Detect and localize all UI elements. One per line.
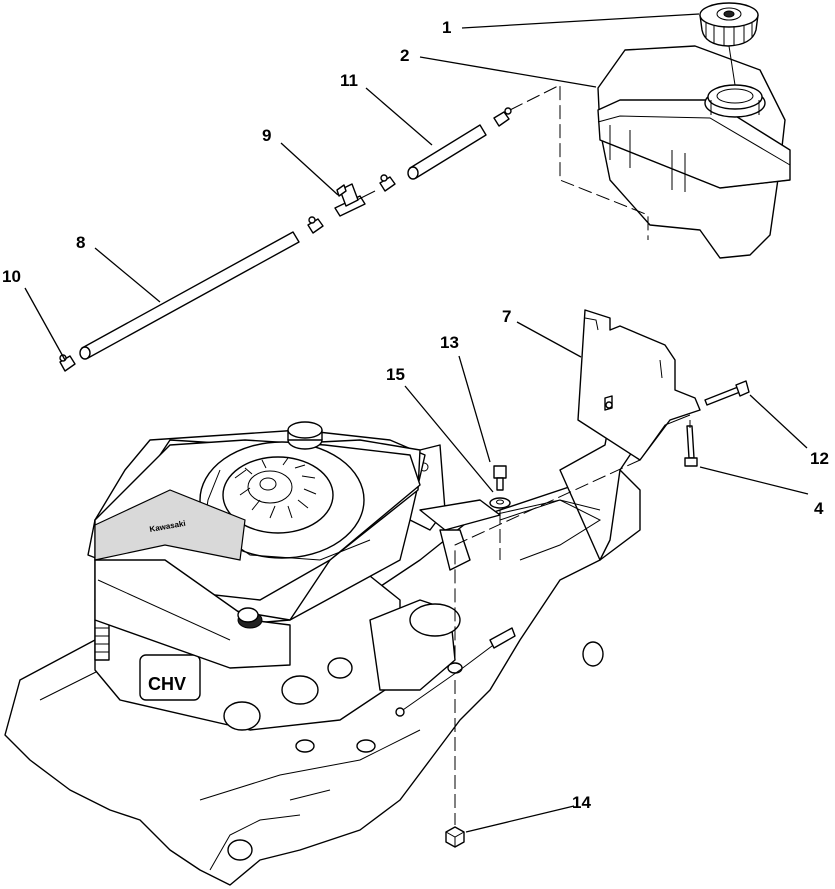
screw-12 <box>704 380 750 406</box>
callout-4: 4 <box>814 499 824 518</box>
fuel-line-lower <box>79 231 300 360</box>
leader-1 <box>461 13 700 29</box>
callout-11: 11 <box>340 71 358 90</box>
callout-10: 10 <box>2 267 21 286</box>
leader-11 <box>365 87 433 146</box>
shutoff-valve <box>334 183 376 217</box>
frame-rail <box>419 499 602 571</box>
callout-1: 1 <box>442 18 451 37</box>
screw-4 <box>684 425 698 467</box>
bolt-13 <box>493 465 507 491</box>
leader-14 <box>465 805 575 833</box>
leader-8 <box>94 247 161 303</box>
nut-14 <box>445 826 465 848</box>
leader-7 <box>516 321 582 358</box>
clamp-end <box>59 354 76 372</box>
fuel-tank <box>597 45 791 259</box>
leader-lines <box>24 13 809 833</box>
assembly-lines <box>454 45 736 825</box>
leader-2 <box>419 56 597 88</box>
tank-bracket <box>577 309 701 461</box>
leader-15 <box>404 385 494 493</box>
callout-2: 2 <box>400 46 409 65</box>
callout-12: 12 <box>810 449 829 468</box>
callout-13: 13 <box>440 333 459 352</box>
svg-text:CHV: CHV <box>148 674 186 694</box>
leader-13 <box>458 355 491 463</box>
callout-7: 7 <box>502 307 511 326</box>
callout-14: 14 <box>572 793 591 812</box>
fuel-line-upper <box>379 107 512 192</box>
leader-12 <box>749 394 808 449</box>
leader-10 <box>24 287 66 361</box>
callout-labels: 1 2 4 7 8 9 10 11 12 13 14 15 <box>2 18 829 812</box>
leader-9 <box>280 142 339 196</box>
washer-15 <box>489 497 511 509</box>
callout-8: 8 <box>76 233 85 252</box>
fuel-cap <box>699 2 759 47</box>
callout-15: 15 <box>386 365 405 384</box>
throttle-cable <box>395 627 516 717</box>
leader-4 <box>699 466 809 495</box>
callout-9: 9 <box>262 126 271 145</box>
clamp-middle <box>307 216 324 234</box>
engine: CHV Kawasaki <box>87 421 461 731</box>
